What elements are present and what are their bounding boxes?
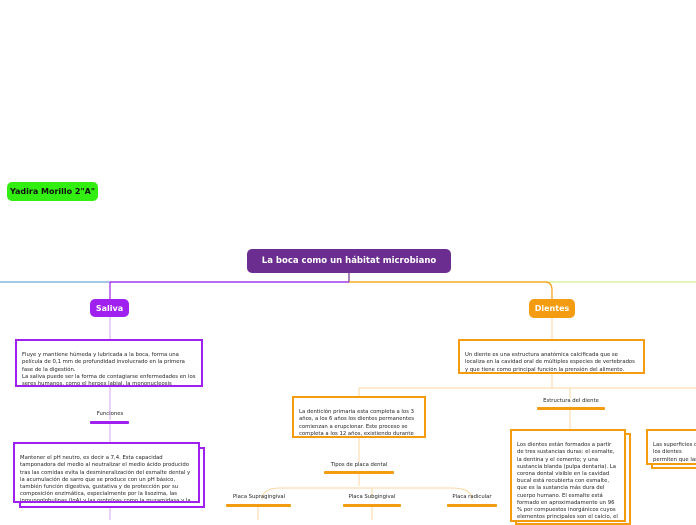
saliva-functions-label[interactable]: Funciones bbox=[96, 411, 124, 417]
saliva-functions-underline bbox=[90, 421, 129, 424]
dientes-label: Dientes bbox=[534, 304, 570, 313]
plaque-supragingival-label[interactable]: Placa Supragingival bbox=[232, 494, 286, 500]
surfaces-text: Las superficies de los dientes permiten … bbox=[653, 442, 696, 463]
structure-text: Los dientes están formados a partir de t… bbox=[517, 442, 618, 521]
saliva-description-box[interactable]: Fluye y mantiene húmeda y lubricada a la… bbox=[15, 339, 203, 387]
saliva-description: Fluye y mantiene húmeda y lubricada a la… bbox=[22, 352, 196, 387]
dentition-text: La dentición primaria esta completa a lo… bbox=[299, 409, 414, 437]
central-topic[interactable]: La boca como un hábitat microbiano bbox=[247, 249, 451, 273]
structure-underline bbox=[537, 407, 605, 410]
dientes-description: Un diente es una estructura anatómica ca… bbox=[465, 352, 635, 373]
surfaces-box[interactable]: Las superficies de los dientes permiten … bbox=[646, 429, 696, 465]
plaque-radicular-underline bbox=[447, 504, 497, 507]
plaque-subgingival-underline bbox=[343, 504, 401, 507]
author-name: Yadira Morillo 2"A" bbox=[9, 187, 96, 196]
dientes-description-box[interactable]: Un diente es una estructura anatómica ca… bbox=[458, 339, 645, 374]
saliva-topic[interactable]: Saliva bbox=[90, 299, 129, 317]
plaque-supragingival-underline bbox=[226, 504, 291, 507]
plaque-types-underline bbox=[324, 471, 394, 474]
structure-label[interactable]: Estructura del diente bbox=[543, 398, 599, 404]
saliva-functions-text: Mantener el pH neutro, es decir a 7,4. E… bbox=[20, 455, 191, 503]
plaque-types-label[interactable]: Tipos de placa dental bbox=[330, 462, 388, 468]
structure-box[interactable]: Los dientes están formados a partir de t… bbox=[510, 429, 626, 522]
saliva-label: Saliva bbox=[95, 303, 124, 313]
central-topic-title: La boca como un hábitat microbiano bbox=[261, 256, 437, 266]
author-tag[interactable]: Yadira Morillo 2"A" bbox=[7, 182, 98, 201]
dientes-topic[interactable]: Dientes bbox=[529, 299, 575, 318]
dentition-box[interactable]: La dentición primaria esta completa a lo… bbox=[292, 396, 426, 438]
plaque-radicular-label[interactable]: Placa radicular bbox=[452, 494, 492, 500]
saliva-functions-box[interactable]: Mantener el pH neutro, es decir a 7,4. E… bbox=[13, 442, 200, 503]
plaque-subgingival-label[interactable]: Placa Subgingival bbox=[348, 494, 396, 500]
